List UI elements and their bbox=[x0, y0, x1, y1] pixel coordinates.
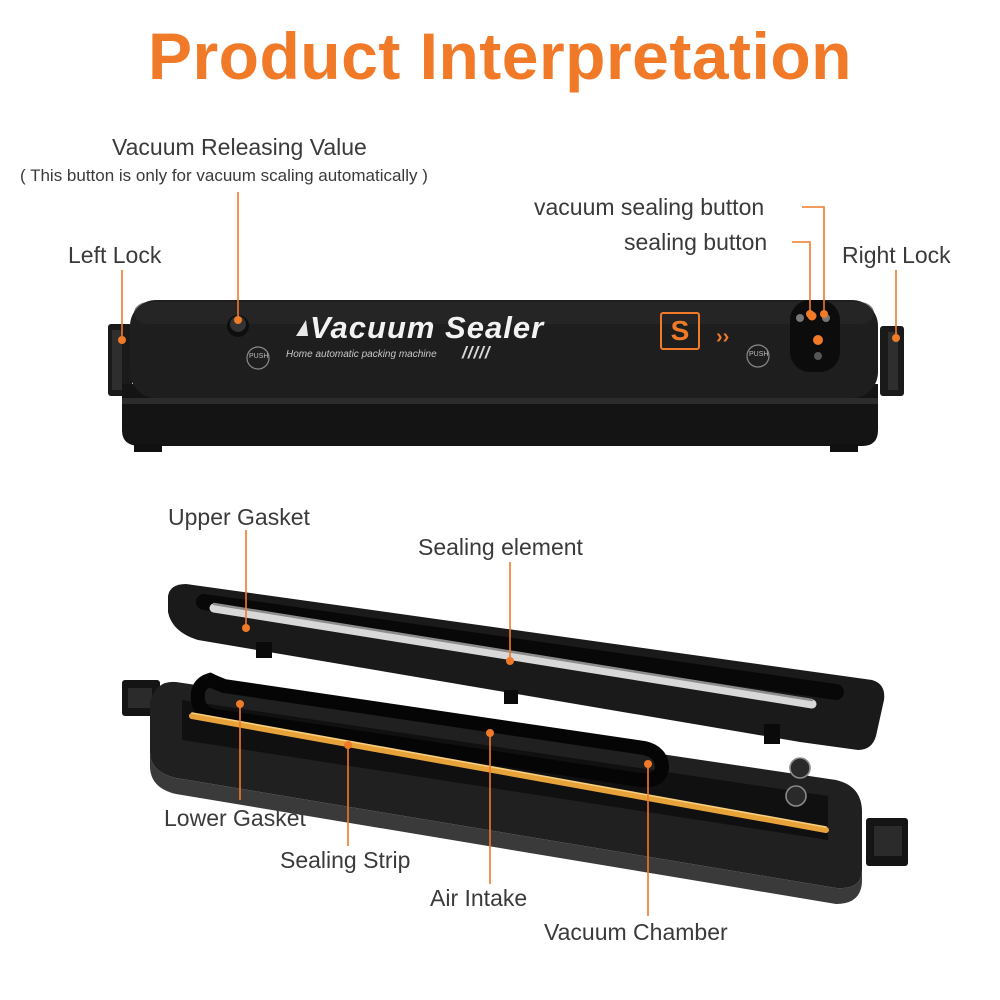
label-sealing-strip: Sealing Strip bbox=[280, 847, 411, 873]
left-lock-clip bbox=[108, 324, 132, 396]
right-lock-clip bbox=[880, 326, 904, 396]
label-upper-gasket: Upper Gasket bbox=[168, 504, 310, 530]
note-vacuum-releasing: ( This button is only for vacuum scaling… bbox=[20, 166, 428, 185]
label-right-lock: Right Lock bbox=[842, 242, 951, 268]
svg-text:››: ›› bbox=[716, 326, 729, 348]
brand-badge: S bbox=[660, 312, 700, 350]
label-lower-gasket: Lower Gasket bbox=[164, 805, 306, 831]
push-label-left: PUSH bbox=[249, 353, 269, 360]
label-left-lock: Left Lock bbox=[68, 242, 162, 268]
label-sealing-button: sealing button bbox=[624, 229, 768, 255]
brand-stripes: ///// bbox=[462, 343, 491, 362]
label-vacuum-releasing-value: Vacuum Releasing Value bbox=[112, 134, 367, 160]
brand-subtitle: Home automatic packing machine bbox=[286, 349, 437, 360]
label-air-intake: Air Intake bbox=[430, 885, 528, 911]
open-right-lock bbox=[866, 818, 908, 866]
page-title: Product Interpretation bbox=[147, 19, 853, 93]
label-sealing-element: Sealing element bbox=[418, 534, 583, 560]
label-vacuum-sealing-button: vacuum sealing button bbox=[534, 194, 765, 220]
push-label-right: PUSH bbox=[749, 351, 769, 358]
brand-text: Vacuum Sealer bbox=[310, 310, 545, 345]
label-vacuum-chamber: Vacuum Chamber bbox=[544, 919, 728, 945]
